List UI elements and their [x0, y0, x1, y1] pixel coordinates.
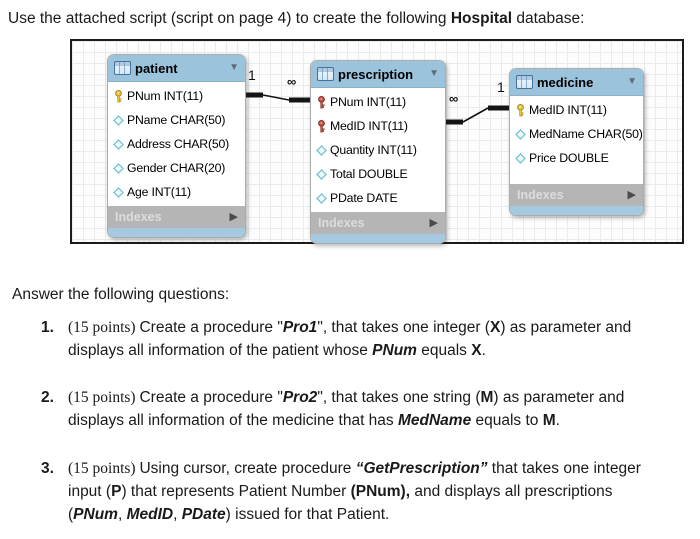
- chevron-down-icon: ▼: [627, 76, 637, 87]
- foreign-key-icon: [316, 119, 330, 133]
- foreign-key-icon: [316, 95, 330, 109]
- attribute-diamond-icon: [316, 144, 330, 156]
- question-item-3: 3. (15 points) Using cursor, create proc…: [0, 457, 700, 526]
- chevron-right-icon: ▶: [229, 210, 238, 223]
- column-row: Total DOUBLE: [311, 162, 445, 186]
- attribute-diamond-icon: [515, 152, 529, 164]
- column-list: PNum INT(11) MedID INT(11) Quantity INT(11…: [311, 88, 445, 212]
- indexes-label: Indexes: [517, 188, 564, 202]
- question-item-2: 2. (15 points) Create a procedure "Pro2"…: [0, 386, 700, 432]
- indexes-label: Indexes: [115, 210, 162, 224]
- primary-key-icon: [515, 103, 529, 117]
- column-row: Price DOUBLE: [510, 146, 643, 170]
- column-label: Price DOUBLE: [529, 151, 609, 165]
- question-text: (15 points) Create a procedure "Pro2", t…: [68, 389, 625, 429]
- column-label: PName CHAR(50): [127, 113, 226, 127]
- chevron-right-icon: ▶: [627, 188, 636, 201]
- er-diagram-frame: 1 ∞ ∞ 1 patient ▼ PNum INT(11) PName CHAR…: [70, 39, 684, 244]
- indexes-bar: Indexes ▶: [108, 206, 245, 228]
- table-header: medicine ▼: [510, 69, 643, 96]
- table-prescription: prescription ▼ PNum INT(11) MedID INT(11)…: [310, 60, 446, 244]
- attribute-diamond-icon: [515, 128, 529, 140]
- indexes-bar: Indexes ▶: [311, 212, 445, 234]
- table-name: prescription: [338, 66, 414, 82]
- table-icon: [317, 67, 334, 81]
- primary-key-icon: [113, 89, 127, 103]
- table-name: patient: [135, 60, 178, 76]
- table-bottom-strip: [311, 234, 445, 243]
- column-row: PName CHAR(50): [108, 108, 245, 132]
- chevron-down-icon: ▼: [229, 62, 239, 73]
- attribute-diamond-icon: [113, 114, 127, 126]
- table-header: patient ▼: [108, 55, 245, 82]
- question-number: 2.: [41, 389, 54, 406]
- chevron-down-icon: ▼: [429, 68, 439, 79]
- column-label: Total DOUBLE: [330, 167, 408, 181]
- column-label: MedID INT(11): [330, 119, 408, 133]
- column-row: PDate DATE: [311, 186, 445, 210]
- column-label: MedName CHAR(50): [529, 127, 643, 141]
- intro-text: Use the attached script (script on page …: [8, 10, 585, 27]
- column-row: MedName CHAR(50): [510, 122, 643, 146]
- table-icon: [516, 75, 533, 89]
- attribute-diamond-icon: [113, 138, 127, 150]
- column-row: PNum INT(11): [311, 90, 445, 114]
- attribute-diamond-icon: [113, 162, 127, 174]
- chevron-right-icon: ▶: [429, 216, 438, 229]
- question-text: (15 points) Using cursor, create procedu…: [68, 460, 641, 523]
- indexes-bar: Indexes ▶: [510, 184, 643, 206]
- column-row: Age INT(11): [108, 180, 245, 204]
- column-label: Quantity INT(11): [330, 143, 417, 157]
- question-number: 3.: [41, 460, 54, 477]
- table-icon: [114, 61, 131, 75]
- question-text: (15 points) Create a procedure "Pro1", t…: [68, 319, 632, 359]
- attribute-diamond-icon: [316, 168, 330, 180]
- table-header: prescription ▼: [311, 61, 445, 88]
- attribute-diamond-icon: [316, 192, 330, 204]
- column-list: PNum INT(11) PName CHAR(50) Address CHAR(5…: [108, 82, 245, 206]
- cardinality-one-label: 1: [497, 79, 505, 95]
- column-row: Address CHAR(50): [108, 132, 245, 156]
- column-label: MedID INT(11): [529, 103, 607, 117]
- column-label: PDate DATE: [330, 191, 398, 205]
- question-number: 1.: [41, 319, 54, 336]
- column-row: MedID INT(11): [510, 98, 643, 122]
- column-row: PNum INT(11): [108, 84, 245, 108]
- questions-intro: Answer the following questions:: [12, 286, 230, 303]
- question-item-1: 1. (15 points) Create a procedure "Pro1"…: [0, 316, 700, 362]
- column-row: Quantity INT(11): [311, 138, 445, 162]
- table-patient: patient ▼ PNum INT(11) PName CHAR(50) Addr…: [107, 54, 246, 238]
- table-medicine: medicine ▼ MedID INT(11) MedName CHAR(50)…: [509, 68, 644, 216]
- column-label: Address CHAR(50): [127, 137, 230, 151]
- column-label: PNum INT(11): [127, 89, 203, 103]
- table-bottom-strip: [510, 206, 643, 215]
- table-bottom-strip: [108, 228, 245, 237]
- column-label: PNum INT(11): [330, 95, 406, 109]
- cardinality-many-label: ∞: [287, 74, 297, 89]
- attribute-diamond-icon: [113, 186, 127, 198]
- cardinality-one-label: 1: [248, 67, 256, 83]
- indexes-label: Indexes: [318, 216, 365, 230]
- relationship-lines: [244, 92, 509, 125]
- cardinality-many-label: ∞: [449, 91, 459, 106]
- column-list: MedID INT(11) MedName CHAR(50) Price DOUBL…: [510, 96, 643, 184]
- column-row: MedID INT(11): [311, 114, 445, 138]
- column-label: Age INT(11): [127, 185, 191, 199]
- column-row: Gender CHAR(20): [108, 156, 245, 180]
- column-label: Gender CHAR(20): [127, 161, 226, 175]
- table-name: medicine: [537, 74, 594, 90]
